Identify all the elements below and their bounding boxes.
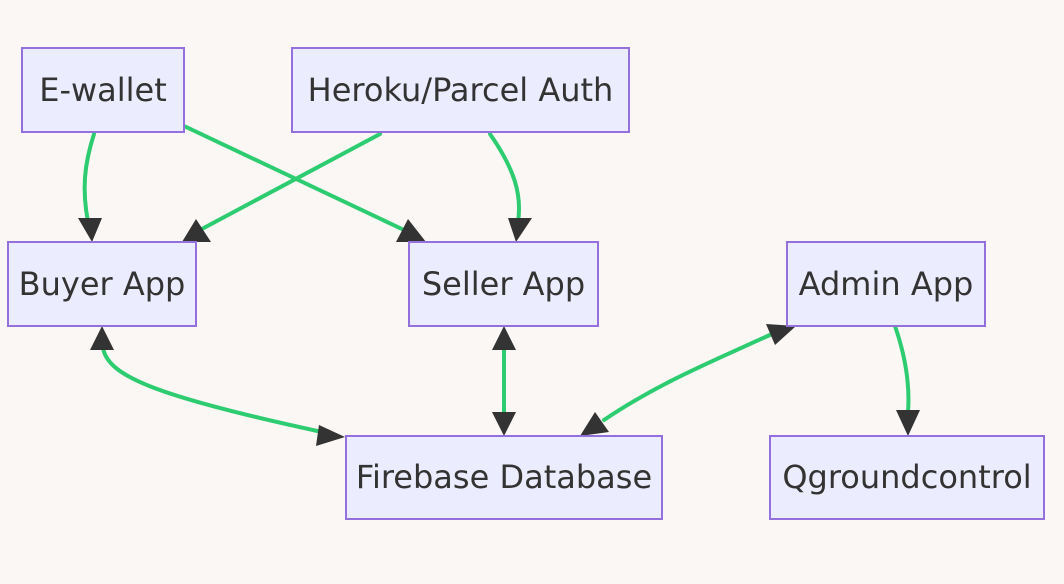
edges <box>78 124 920 446</box>
arrowhead-firebase-from-seller <box>492 412 516 436</box>
edge-auth-to-seller <box>488 132 522 224</box>
edge-ewallet-to-buyer <box>82 132 96 224</box>
node-label: Admin App <box>799 265 974 303</box>
node-label: Buyer App <box>19 265 186 303</box>
edge-admin-to-qground <box>893 324 911 414</box>
arrowhead-auth-to-seller <box>508 218 532 242</box>
edge-admin-firebase <box>602 332 774 422</box>
node-firebase-database: Firebase Database <box>345 435 663 520</box>
arrowhead-ewallet-to-buyer <box>78 218 102 242</box>
arrowhead-firebase-from-buyer <box>316 425 345 446</box>
node-label: Qgroundcontrol <box>782 458 1031 496</box>
arrowhead-seller-from-firebase <box>492 326 516 350</box>
edge-buyer-firebase <box>101 346 324 434</box>
node-seller-app: Seller App <box>408 241 599 327</box>
node-auth: Heroku/Parcel Auth <box>291 47 630 133</box>
node-label: Firebase Database <box>356 458 652 496</box>
node-ewallet: E-wallet <box>21 47 185 133</box>
arrowhead-firebase-from-admin <box>580 412 609 436</box>
arrowhead-ewallet-to-seller <box>396 219 426 242</box>
arrowhead-admin-to-qground <box>896 410 920 436</box>
node-admin-app: Admin App <box>786 241 986 327</box>
arrowhead-buyer-from-firebase <box>90 326 114 350</box>
node-label: Heroku/Parcel Auth <box>308 71 614 109</box>
node-buyer-app: Buyer App <box>7 241 197 327</box>
node-label: E-wallet <box>39 71 167 109</box>
arrowhead-auth-to-buyer <box>182 219 211 242</box>
arrowhead-admin-from-firebase <box>766 324 796 345</box>
node-qgroundcontrol: Qgroundcontrol <box>769 435 1045 520</box>
edge-auth-to-buyer <box>198 132 382 232</box>
node-label: Seller App <box>422 265 585 303</box>
